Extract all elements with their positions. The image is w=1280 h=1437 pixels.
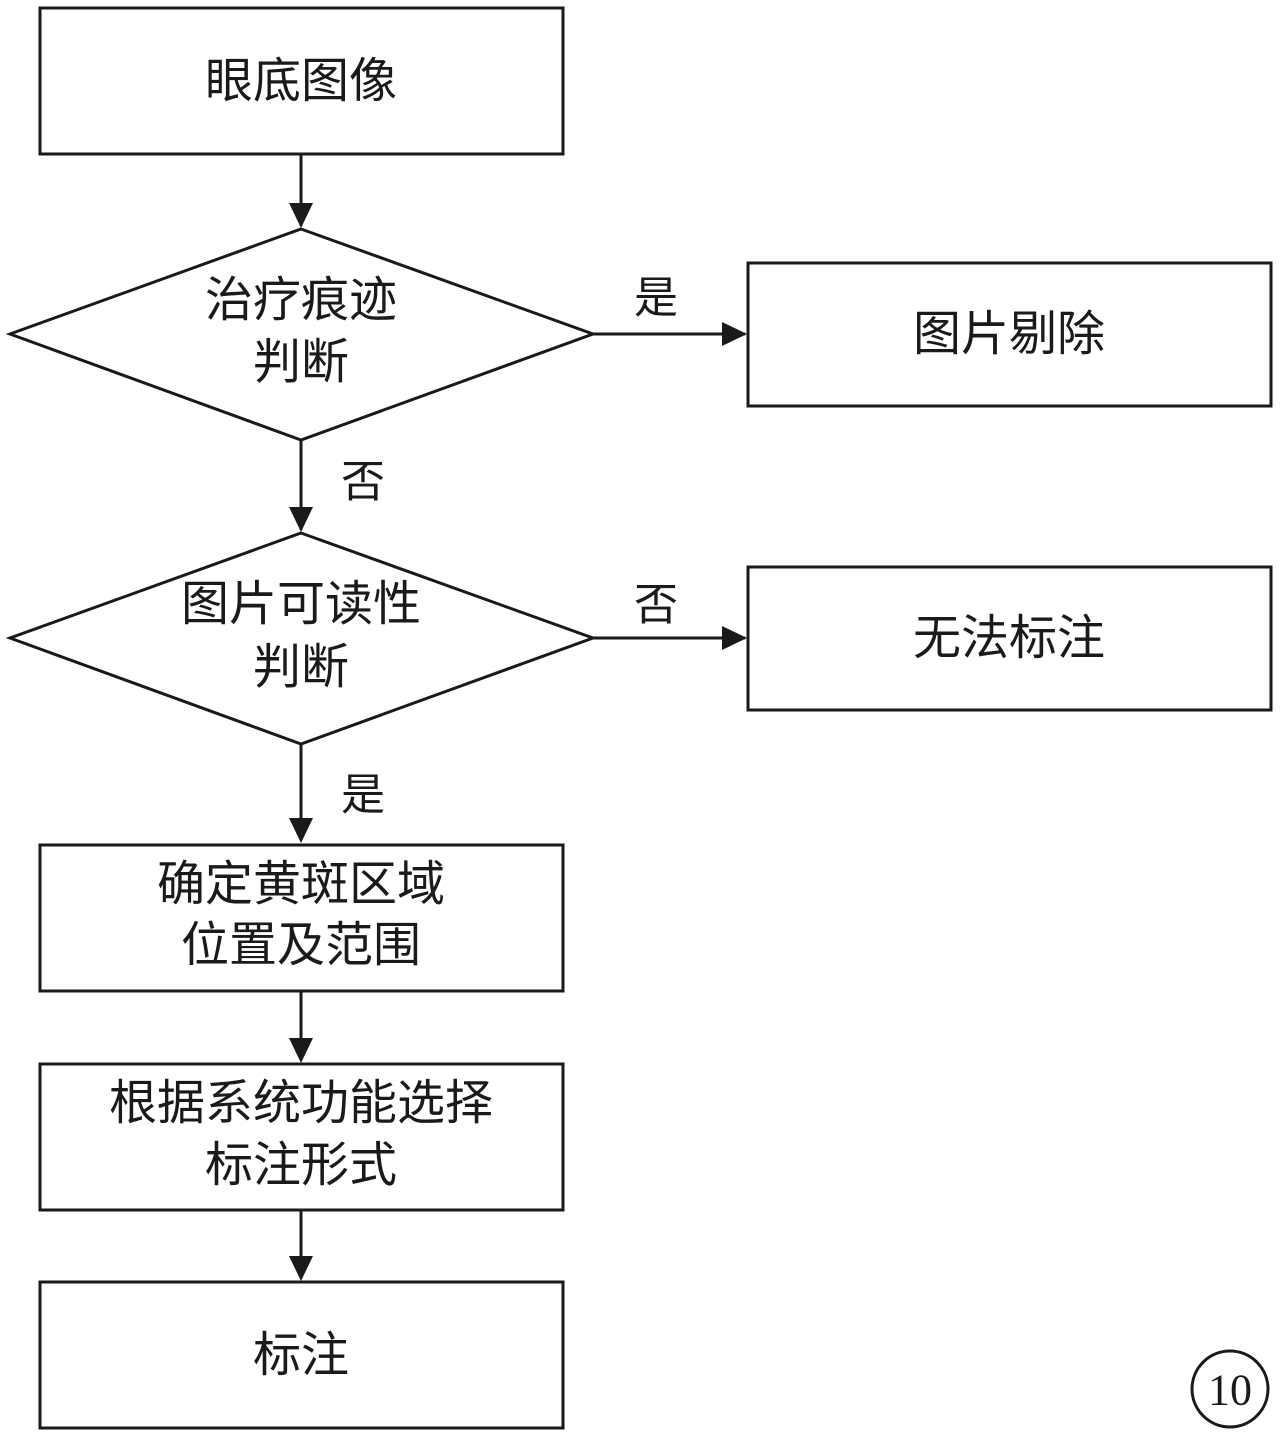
edge-label-scar-yes: 是 [634, 273, 678, 324]
decision-treatment-scar-label-line1: 治疗痕迹 [205, 272, 397, 328]
edge-label-readable-yes: 是 [341, 770, 385, 821]
node-choose-annotation-form-label-line2: 标注形式 [205, 1137, 397, 1193]
node-locate-macula-label-line2: 位置及范围 [181, 917, 421, 973]
edge-label-scar-no: 否 [341, 457, 385, 508]
node-locate-macula-label-line1: 确定黄斑区域 [157, 856, 445, 912]
node-cannot-annotate [746, 565, 1273, 712]
node-choose-annotation-form [38, 1062, 565, 1212]
arrowhead-5 [289, 818, 313, 843]
node-fundus-image-label: 眼底图像 [205, 53, 397, 109]
arrowhead-2 [722, 322, 747, 346]
decision-treatment-scar [5, 227, 598, 442]
node-annotate [38, 1280, 565, 1430]
node-discard-image [746, 261, 1273, 408]
node-locate-macula [38, 843, 565, 993]
arrowhead-6 [289, 1038, 313, 1063]
decision-treatment-scar-label-line2: 判断 [253, 334, 349, 390]
node-cannot-annotate-label: 无法标注 [913, 610, 1105, 666]
node-choose-annotation-form-label-line1: 根据系统功能选择 [109, 1075, 493, 1131]
node-annotate-label: 标注 [253, 1327, 349, 1383]
decision-readability [5, 531, 598, 746]
arrowhead-1 [289, 203, 313, 228]
arrowhead-4 [722, 626, 747, 650]
arrowhead-3 [289, 507, 313, 532]
decision-readability-label-line1: 图片可读性 [181, 576, 421, 632]
edge-label-readable-no: 否 [634, 580, 678, 631]
figure-number-badge [1190, 1349, 1270, 1429]
decision-readability-label-line2: 判断 [253, 639, 349, 695]
node-discard-image-label: 图片剔除 [913, 306, 1105, 362]
figure-number-badge-label: 10 [1208, 1366, 1252, 1415]
arrowhead-7 [289, 1256, 313, 1281]
node-fundus-image [38, 6, 565, 156]
